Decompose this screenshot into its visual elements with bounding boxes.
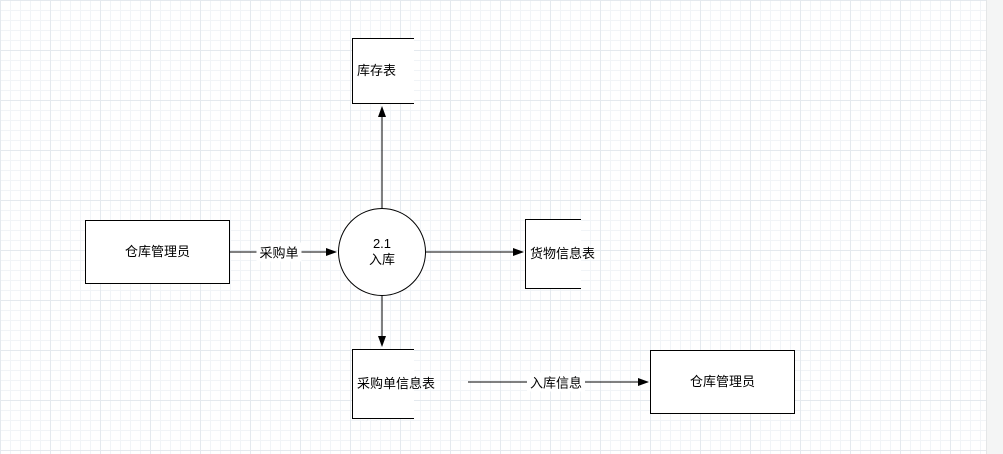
- external-entity-warehouse-admin-left[interactable]: 仓库管理员: [85, 220, 230, 284]
- node-label: 仓库管理员: [689, 373, 755, 389]
- node-label: 采购单信息表: [357, 375, 436, 391]
- edge-label-inbound-info[interactable]: 入库信息: [526, 372, 586, 392]
- process-2-1-inbound[interactable]: 2.1 入库: [338, 208, 426, 296]
- external-entity-warehouse-admin-right[interactable]: 仓库管理员: [650, 350, 795, 414]
- data-store-goods-info-table[interactable]: 货物信息表: [525, 219, 595, 289]
- node-label: 仓库管理员: [124, 243, 190, 259]
- data-store-purchase-order-info-table[interactable]: 采购单信息表: [352, 349, 435, 419]
- node-label: 货物信息表: [530, 245, 596, 261]
- canvas-right-gutter: [986, 0, 1003, 454]
- node-label: 2.1 入库: [368, 235, 395, 267]
- edge-label-purchase-order[interactable]: 采购单: [256, 242, 302, 262]
- data-store-inventory-table[interactable]: 库存表: [352, 38, 414, 104]
- node-label: 库存表: [357, 62, 397, 78]
